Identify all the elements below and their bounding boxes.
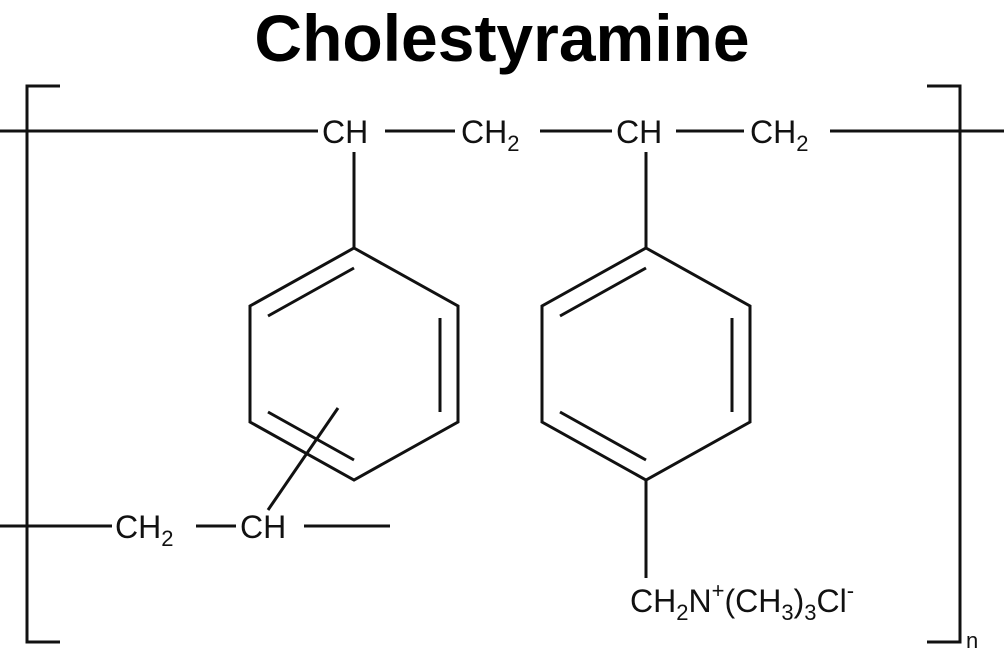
left-benzene-ring bbox=[248, 152, 460, 511]
ammonium-substituent-label: CH2N+(CH3)3Cl- bbox=[630, 578, 854, 625]
page-title: Cholestyramine bbox=[254, 1, 750, 75]
crosslink-ch-label: CH bbox=[240, 509, 286, 545]
right-benzene-ring bbox=[540, 152, 752, 578]
crosslink-ch2-label: CH2 bbox=[115, 509, 173, 551]
backbone-ch2-first-label: CH2 bbox=[461, 114, 519, 156]
backbone-ch-right-label: CH bbox=[616, 114, 662, 150]
backbone-ch2-second-label: CH2 bbox=[750, 114, 808, 156]
left-bracket bbox=[25, 84, 60, 644]
repeat-index-label: n bbox=[966, 628, 978, 653]
backbone-ch-left-label: CH bbox=[322, 114, 368, 150]
right-bracket bbox=[927, 84, 962, 644]
